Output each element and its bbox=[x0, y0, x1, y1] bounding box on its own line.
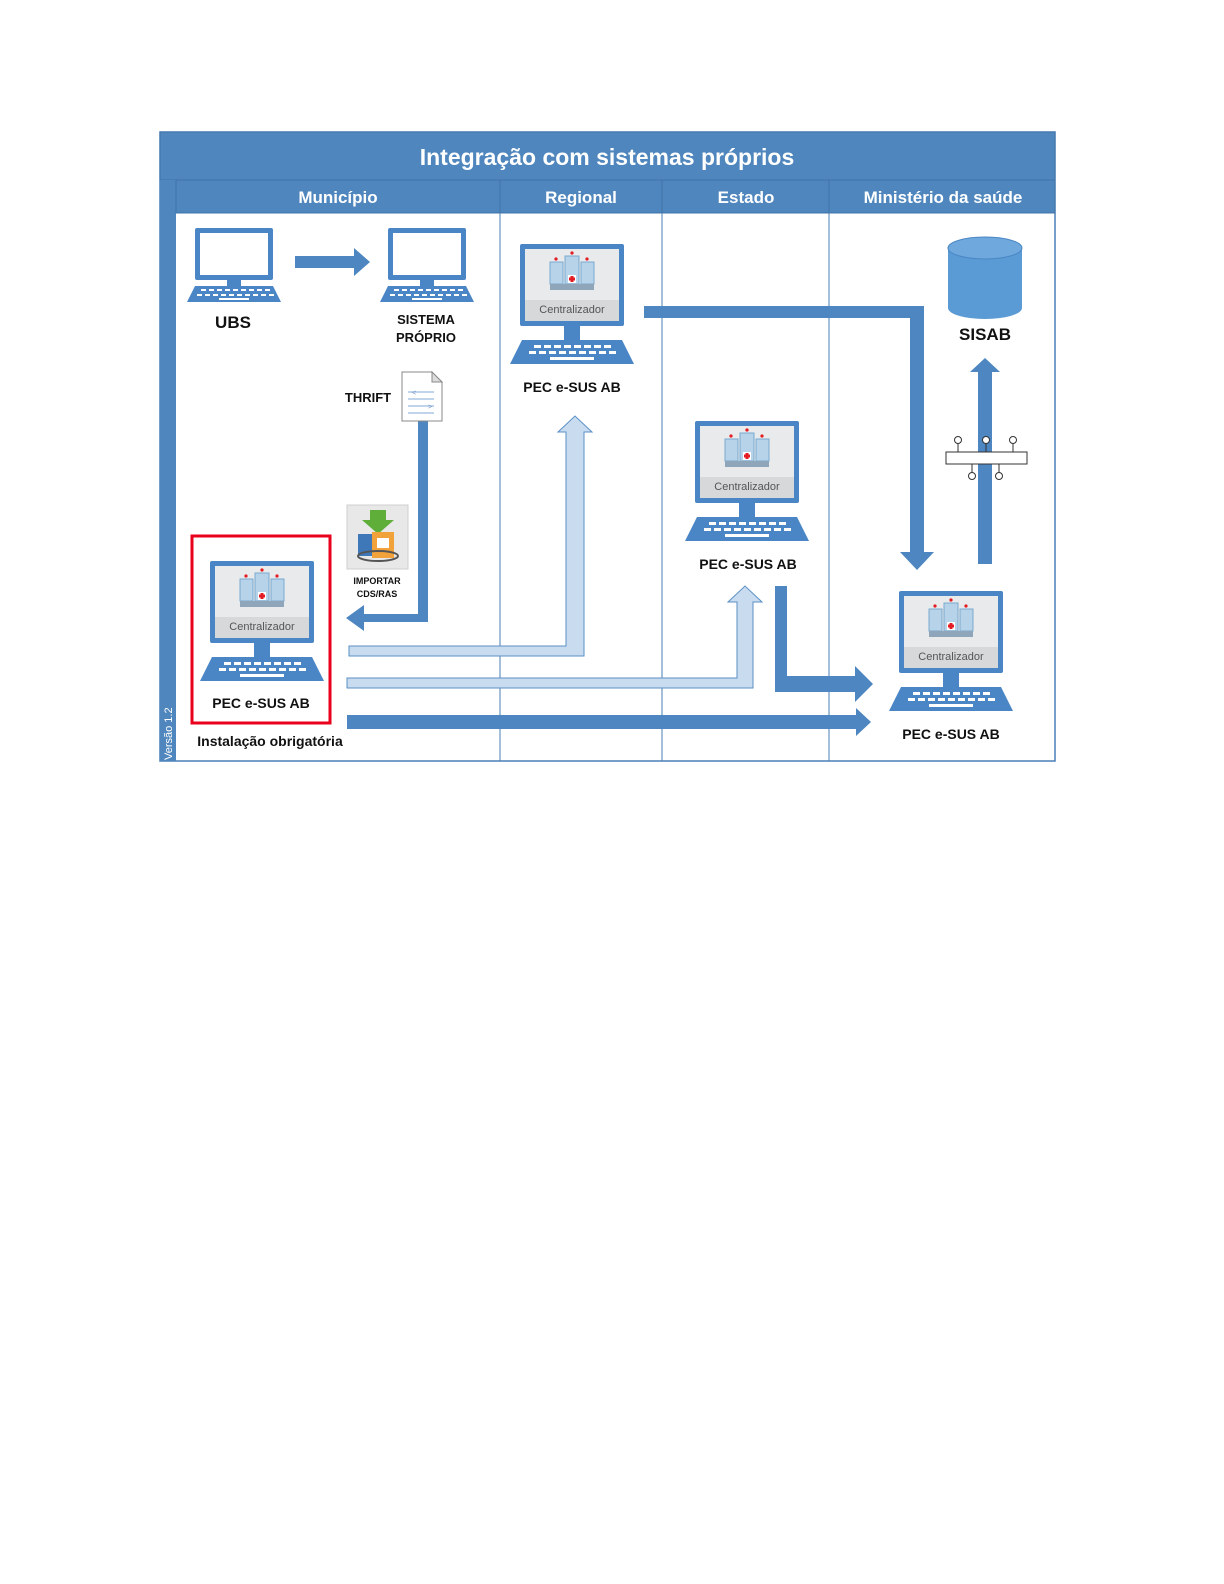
pec-estado-screen-label: Centralizador bbox=[714, 481, 780, 493]
pec-municipio-screen-label: Centralizador bbox=[229, 621, 295, 633]
title-bar bbox=[159, 131, 1056, 181]
svg-text:>: > bbox=[428, 404, 432, 411]
lane-label-municipio: Município bbox=[298, 188, 377, 207]
sistema-proprio-label-line2: PRÓPRIO bbox=[396, 330, 456, 345]
lane-header-municipio bbox=[175, 179, 501, 214]
version-label: Versão 1.2 bbox=[163, 707, 175, 760]
lane-label-estado: Estado bbox=[718, 188, 775, 207]
mandatory-installation-highlight bbox=[190, 534, 332, 725]
pec-municipio-label: PEC e-SUS AB bbox=[212, 695, 310, 711]
ubs-computer-icon bbox=[187, 228, 281, 302]
pec-estado-label: PEC e-SUS AB bbox=[699, 556, 797, 572]
pec-ministerio-screen-label: Centralizador bbox=[918, 651, 984, 663]
ubs-label: UBS bbox=[215, 313, 251, 332]
installation-note: Instalação obrigatória bbox=[197, 733, 343, 749]
thrift-document-icon: < > bbox=[401, 370, 444, 422]
pec-regional-label: PEC e-SUS AB bbox=[523, 379, 621, 395]
importar-cds-ras-icon bbox=[346, 504, 409, 570]
diagram-title: Integração com sistemas próprios bbox=[420, 144, 795, 170]
lane-label-regional: Regional bbox=[545, 188, 617, 207]
sisab-database-icon bbox=[947, 236, 1023, 319]
pec-ministerio-label: PEC e-SUS AB bbox=[902, 726, 1000, 742]
pec-regional-screen-label: Centralizador bbox=[539, 304, 605, 316]
arrow-ubs-to-sistema bbox=[295, 248, 370, 276]
lane-header-ministerio bbox=[828, 179, 1056, 214]
sistema-proprio-computer-icon bbox=[380, 228, 474, 302]
importar-label-line1: IMPORTAR bbox=[353, 576, 401, 586]
sisab-label: SISAB bbox=[959, 325, 1011, 344]
sistema-proprio-label-line1: SISTEMA bbox=[397, 312, 455, 327]
arrow-pec-to-estado bbox=[346, 585, 764, 689]
importar-label-line2: CDS/RAS bbox=[357, 589, 398, 599]
arrow-thrift-to-pec bbox=[346, 410, 428, 631]
arrow-estado-to-ministerio bbox=[775, 586, 873, 702]
lane-header-estado bbox=[661, 179, 830, 214]
thrift-label: THRIFT bbox=[345, 390, 391, 405]
arrow-pec-to-ministerio bbox=[347, 708, 871, 736]
lane-label-ministerio: Ministério da saúde bbox=[864, 188, 1023, 207]
svg-text:<: < bbox=[412, 390, 416, 397]
network-connector-icon bbox=[945, 436, 1028, 480]
arrow-pec-to-regional bbox=[348, 415, 594, 657]
version-strip bbox=[160, 180, 176, 761]
